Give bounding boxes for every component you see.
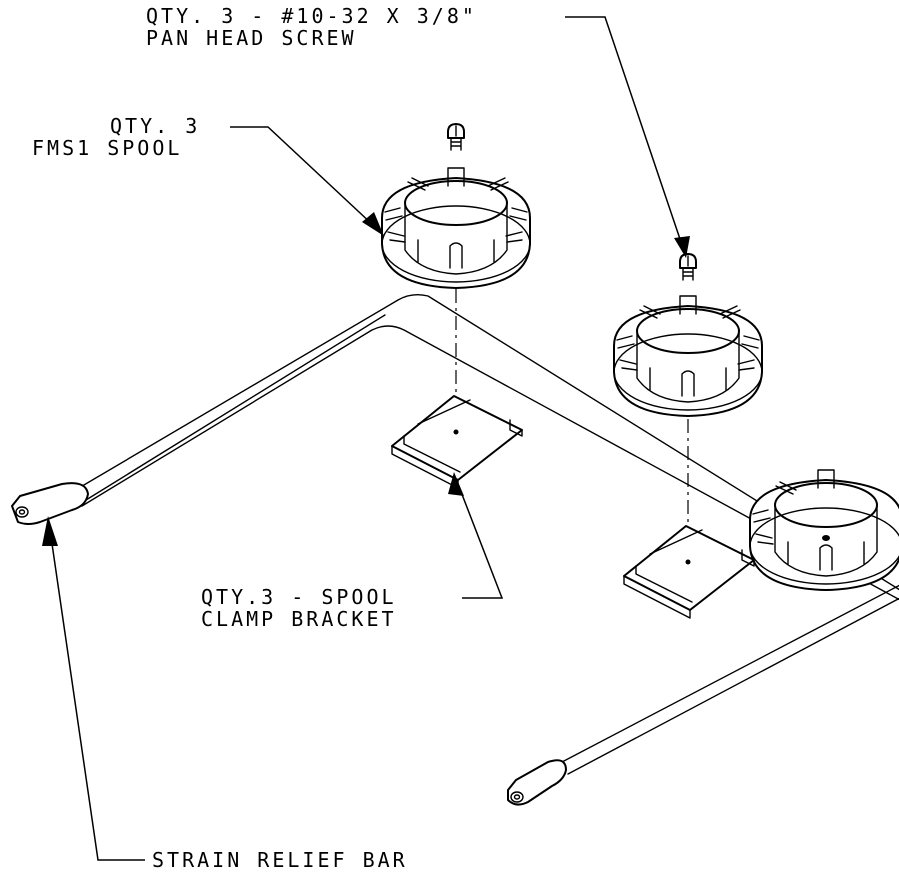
- bracket-callout-line1: QTY.3 - SPOOL: [201, 585, 397, 609]
- bracket-callout-line2: CLAMP BRACKET: [201, 607, 397, 631]
- screw-callout-line2: PAN HEAD SCREW: [146, 26, 357, 50]
- spool-callout-line2: FMS1 SPOOL: [32, 136, 183, 160]
- strain-relief-bar: [11, 293, 899, 806]
- leader-bar: [42, 516, 145, 861]
- screw-1: [447, 123, 465, 151]
- screw-callout-line1: QTY. 3 - #10-32 X 3/8": [146, 4, 477, 28]
- screw-2: [679, 253, 697, 281]
- spool-1: [381, 167, 531, 289]
- spool-2: [613, 295, 763, 417]
- clamp-bracket-2: [623, 525, 755, 619]
- clamp-bracket-1: [391, 395, 523, 489]
- leader-bracket: [448, 472, 504, 599]
- spool-callout-line1: QTY. 3: [110, 114, 201, 138]
- spool-3: [749, 469, 899, 591]
- leader-spool: [230, 126, 384, 236]
- bar-callout-line1: STRAIN RELIEF BAR: [152, 848, 408, 872]
- leader-screw: [565, 16, 690, 258]
